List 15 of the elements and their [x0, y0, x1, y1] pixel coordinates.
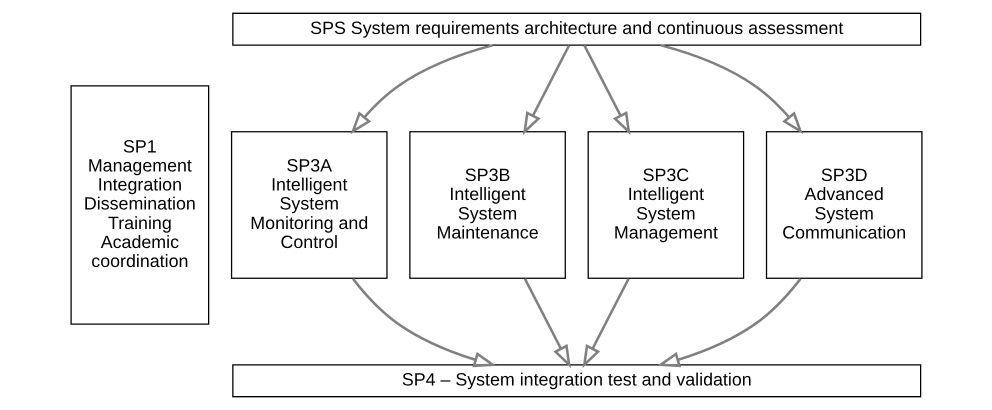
arrow	[582, 44, 630, 136]
arrow	[351, 278, 496, 368]
node-box: SP4 – System integration test and validation	[232, 364, 921, 398]
node-box: SPS System requirements architecture and continuous assessment	[232, 12, 921, 46]
arrow	[656, 278, 801, 368]
node-box: SP3D Advanced System Communication	[765, 131, 922, 279]
arrow	[582, 278, 630, 368]
node-box: SP1 Management Integration Dissemination Training Academic coordination	[70, 85, 209, 325]
arrow	[660, 44, 802, 134]
node-box: SP3B Intelligent System Maintenance	[408, 131, 566, 279]
arrow	[350, 44, 493, 134]
arrow	[523, 278, 570, 368]
node-box: SP3A Intelligent System Monitoring and Control	[230, 131, 388, 279]
arrow	[522, 44, 570, 136]
node-box: SP3C Intelligent System Management	[587, 131, 744, 279]
